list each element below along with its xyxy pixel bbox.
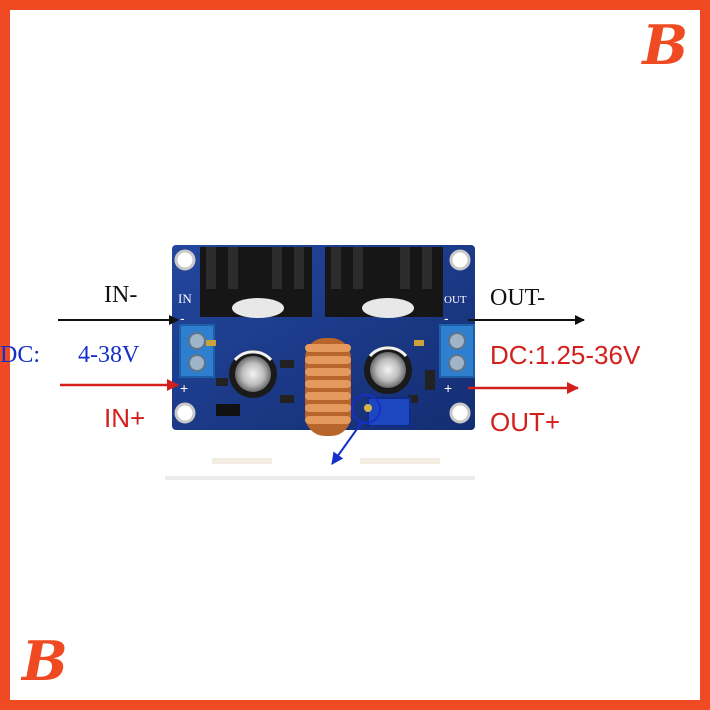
potentiometer-highlight: [351, 394, 381, 424]
trimmer-potentiometer: [364, 397, 411, 427]
heatsink-right: [325, 247, 443, 318]
input-capacitor: [229, 350, 277, 398]
label-dc-output-range: DC:1.25-36V: [490, 340, 641, 370]
mounting-hole: [449, 249, 471, 271]
silk-in-label: IN: [178, 291, 192, 306]
silk-out-label: OUT: [444, 294, 467, 306]
input-terminal-block: [179, 324, 215, 378]
potentiometer-arrow: [331, 421, 363, 465]
mounting-hole: [174, 402, 196, 424]
label-out-minus: OUT-: [490, 285, 546, 311]
label-dc-input-prefix: DC:: [0, 342, 41, 368]
output-terminal-block: [439, 324, 475, 378]
label-in-plus: IN+: [104, 403, 146, 433]
heatsink-left: [200, 247, 312, 318]
silk-in-plus: +: [180, 380, 188, 396]
label-out-plus: OUT+: [490, 407, 561, 437]
label-in-minus: IN-: [104, 282, 138, 308]
output-capacitor: [364, 346, 412, 394]
brand-logo-top-right: B: [642, 13, 688, 77]
silk-out-minus: -: [444, 310, 449, 326]
silk-in-minus: -: [180, 310, 185, 326]
brand-logo-bottom-left: B: [22, 629, 68, 693]
toroidal-inductor: [305, 338, 351, 436]
label-dc-input-range: 4-38V: [78, 342, 140, 368]
silk-out-plus: +: [444, 380, 452, 396]
mounting-hole: [174, 249, 196, 271]
faded-text-remnant: [165, 458, 475, 480]
mounting-hole: [449, 402, 471, 424]
